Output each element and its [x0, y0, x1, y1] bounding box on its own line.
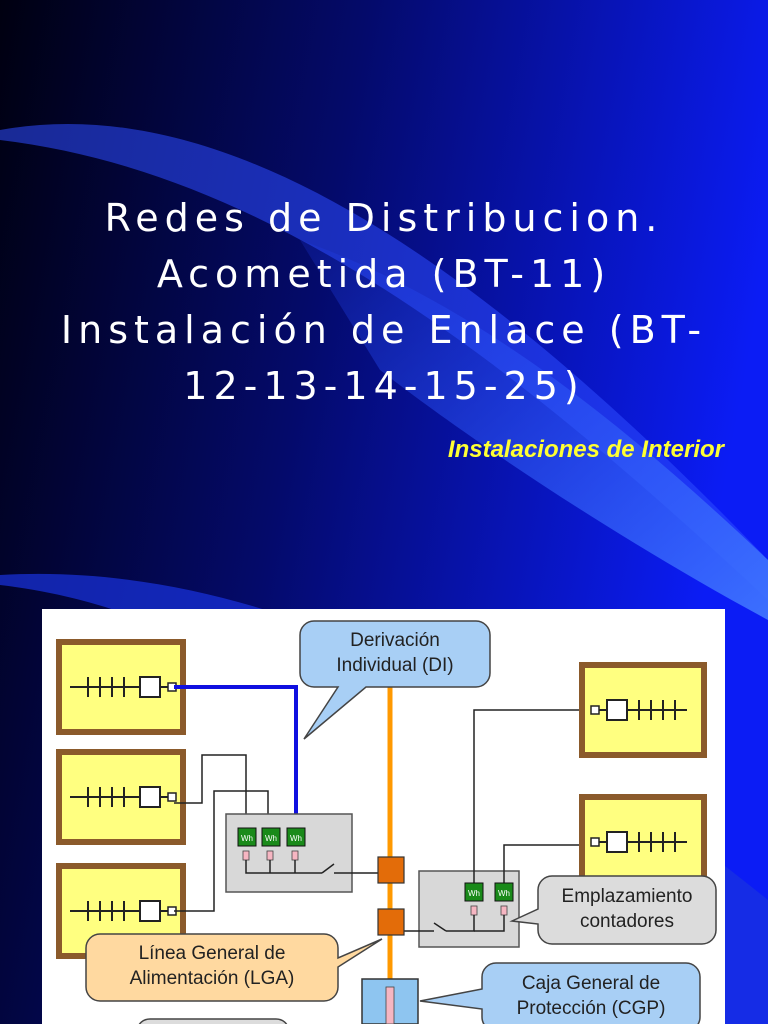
- meter-label: Wh: [498, 889, 510, 898]
- callout-contadores-text: Emplazamiento contadores: [538, 884, 716, 934]
- meter-label: Wh: [265, 834, 277, 843]
- dwelling-unit: [55, 638, 187, 736]
- callout-line: Línea General de: [138, 943, 286, 964]
- callout-line: Emplazamiento: [561, 886, 693, 907]
- callout-line: Caja General de: [521, 973, 661, 994]
- callout-di: [299, 620, 491, 740]
- callout-line: Protección (CGP): [516, 998, 666, 1019]
- callout-cgp-text: Caja General de Protección (CGP): [482, 971, 700, 1021]
- callout-lga: [85, 933, 383, 1002]
- callout-lga-text: Línea General de Alimentación (LGA): [86, 941, 338, 991]
- dwelling-unit: [55, 748, 187, 846]
- junction-box: [377, 856, 405, 884]
- callout-di-text: Derivación Individual (DI): [300, 628, 490, 678]
- callout-contadores: [509, 875, 717, 945]
- callout-line: Individual (DI): [336, 655, 454, 676]
- title-line: Acometida (BT-11): [156, 252, 612, 296]
- callout-line: Derivación: [350, 630, 440, 651]
- meter-group: Wh Wh Wh: [237, 827, 306, 861]
- meter-group: Wh Wh: [464, 882, 514, 916]
- dwelling-unit: [578, 661, 708, 759]
- slide-title: Redes de Distribucion. Acometida (BT-11)…: [40, 190, 728, 414]
- meter-label: Wh: [241, 834, 253, 843]
- meter-label: Wh: [290, 834, 302, 843]
- title-line: 12-13-14-15-25): [183, 364, 585, 408]
- callout-cgp: [419, 962, 701, 1024]
- junction-box: [377, 908, 405, 936]
- title-line: Redes de Distribucion.: [104, 196, 664, 240]
- diagram-canvas: Wh Wh Wh Wh Wh: [55, 620, 717, 1024]
- callout-line: contadores: [579, 911, 674, 932]
- installation-diagram: Wh Wh Wh Wh Wh: [42, 609, 725, 1024]
- callout-line: Alimentación (LGA): [129, 968, 295, 989]
- di-line: [174, 685, 298, 819]
- title-line: Instalación de Enlace (BT-: [60, 308, 708, 352]
- meter-label: Wh: [468, 889, 480, 898]
- slide-subtitle: Instalaciones de Interior: [447, 436, 724, 463]
